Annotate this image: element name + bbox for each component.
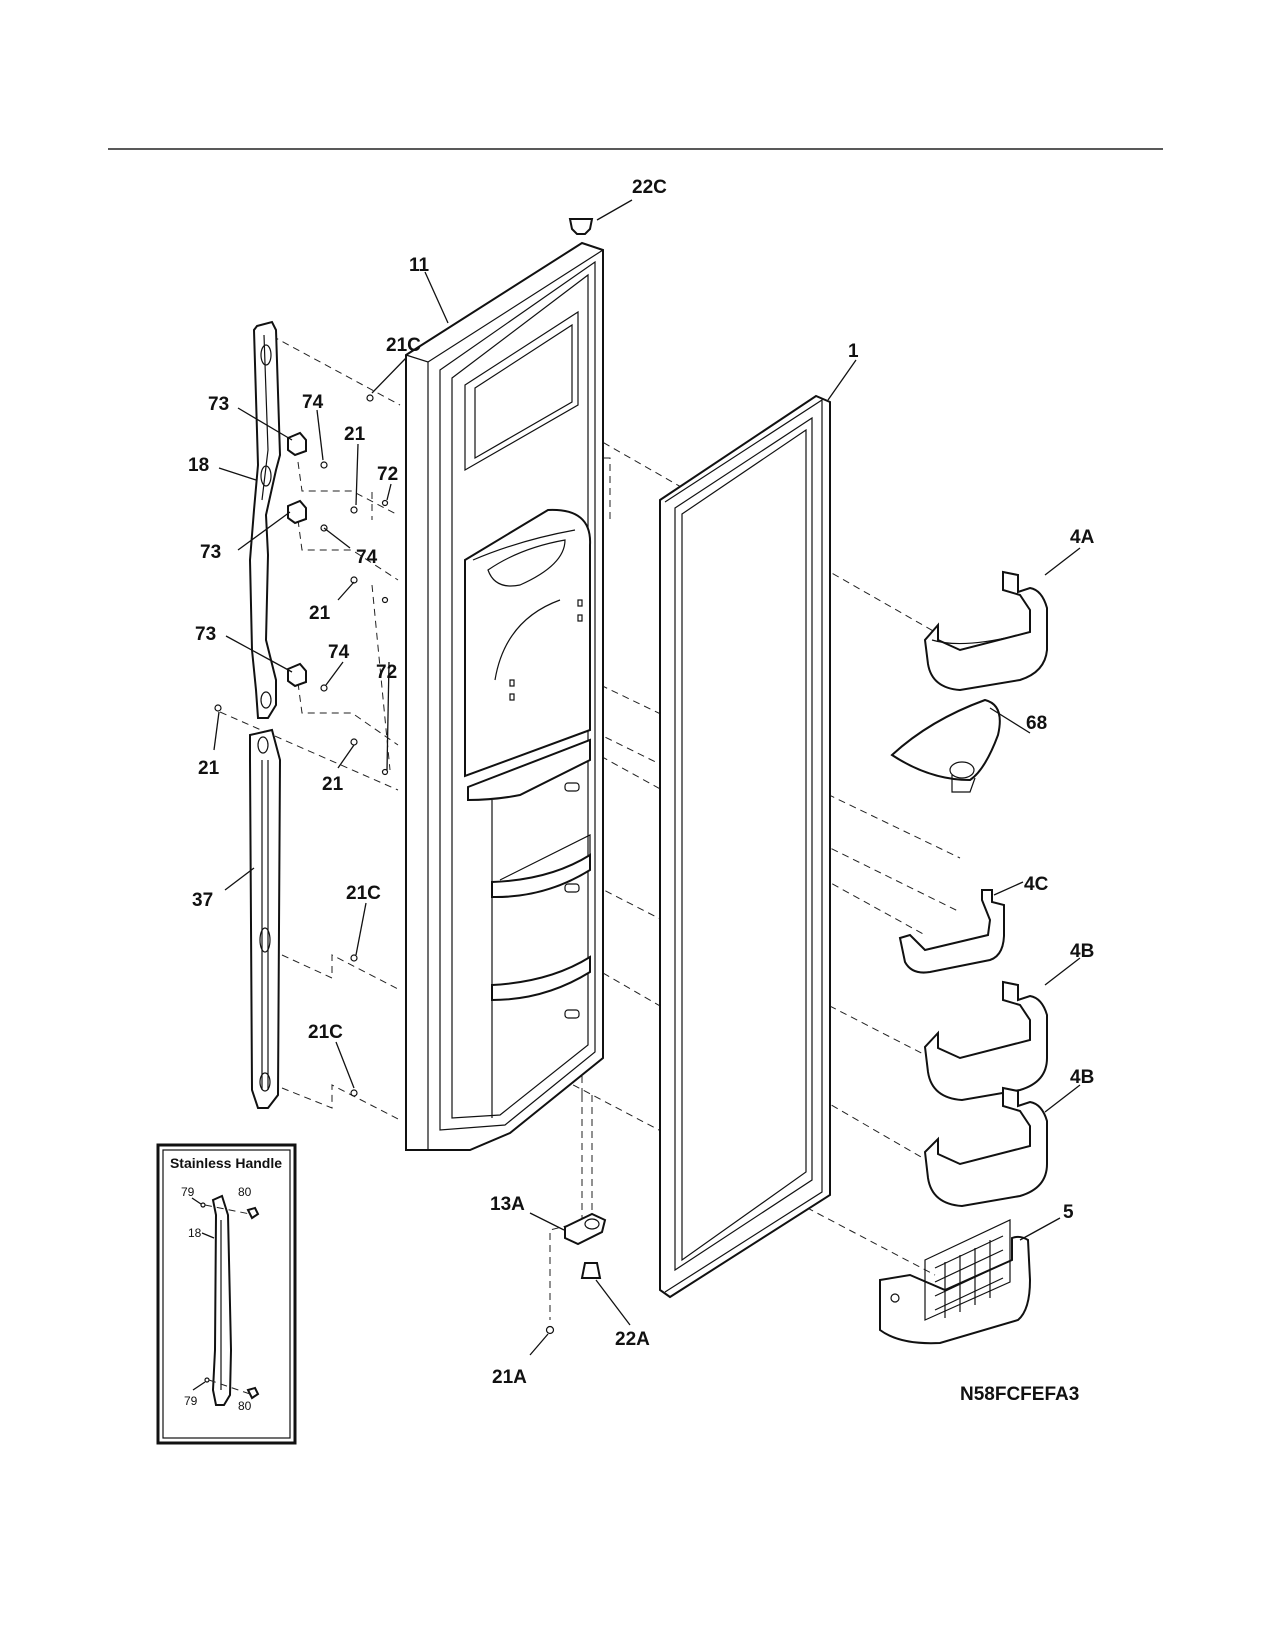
inset-title: Stainless Handle [170,1155,282,1171]
part-68-dispenser-cup [890,698,1001,793]
label-73-a: 73 [208,394,229,415]
label-21c-mid: 21C [346,883,381,904]
part-37-handle-trim [249,728,282,1109]
inset-label-80-top: 80 [238,1185,252,1199]
inset-label-18: 18 [188,1226,202,1240]
part-1-gasket [659,394,831,1299]
inset-label-79-top: 79 [181,1185,195,1199]
label-4b-a: 4B [1070,941,1094,962]
label-1: 1 [848,341,859,362]
callout-labels: 22C 11 21C 1 73 74 21 72 18 73 74 21 73 … [188,177,1095,1388]
label-21a: 21A [492,1367,527,1388]
label-4b-b: 4B [1070,1067,1094,1088]
label-21c-top: 21C [386,335,421,356]
label-74-b: 74 [356,547,378,568]
inset-label-79-bottom: 79 [184,1394,198,1408]
part-4c-small-bin [898,889,1006,974]
label-21-c: 21 [198,758,220,779]
label-74-c: 74 [328,642,350,663]
part-13a-hinge [564,1212,607,1246]
label-68: 68 [1026,713,1047,734]
label-72-b: 72 [376,662,397,683]
part-21a-screw [545,1325,555,1335]
label-13a: 13A [490,1194,525,1215]
label-72-a: 72 [377,464,398,485]
label-22a: 22A [615,1329,650,1350]
label-4c: 4C [1024,874,1049,895]
label-73-c: 73 [195,624,216,645]
label-21-b: 21 [309,603,331,624]
diagram-code: N58FCFEFA3 [960,1384,1079,1405]
part-73-mounting-blocks [287,431,307,688]
stainless-handle-inset: Stainless Handle 79 80 18 79 80 [156,1143,297,1445]
part-4b-door-bin-lower [923,1086,1048,1208]
label-5: 5 [1063,1202,1074,1223]
label-18: 18 [188,455,209,476]
part-11-door-liner [405,241,604,1151]
part-5-wire-basket [879,1219,1032,1345]
label-37: 37 [192,890,213,911]
label-4a: 4A [1070,527,1095,548]
part-4b-door-bin-upper [923,980,1048,1102]
label-73-b: 73 [200,542,221,563]
inset-label-80-bottom: 80 [238,1399,252,1413]
part-4a-door-bin [923,570,1048,692]
leader-lines [213,199,1081,1356]
part-21-screws [214,394,389,1097]
part-22a-bushing [580,1262,602,1279]
label-21c-low: 21C [308,1022,343,1043]
label-21-a: 21 [344,424,366,445]
label-74-a: 74 [302,392,324,413]
label-21-d: 21 [322,774,344,795]
label-22c: 22C [632,177,667,198]
part-74-screws [320,461,328,692]
part-18-handle [248,320,282,719]
label-11: 11 [409,255,430,276]
